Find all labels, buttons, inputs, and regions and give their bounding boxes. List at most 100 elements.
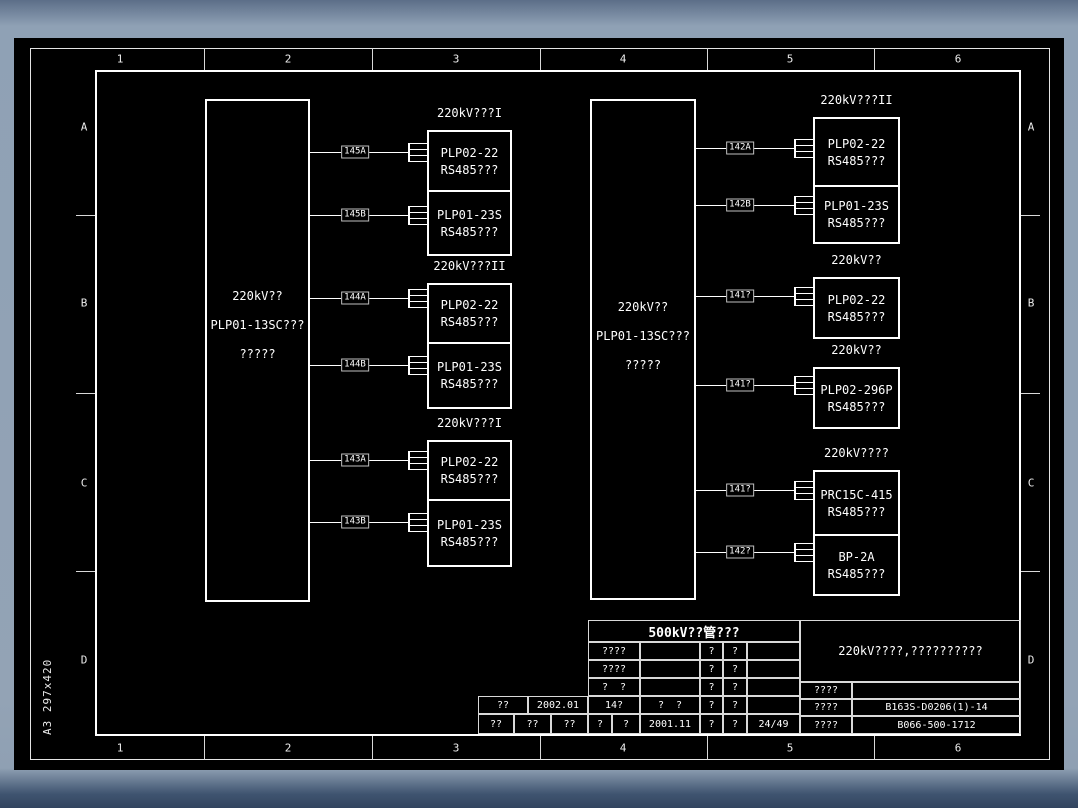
cable-tag: 142B — [726, 198, 754, 212]
feeder-group: 220kV???II PLP02-22 RS485??? PLP01-23S R… — [427, 257, 512, 409]
drawing-title: 220kV????,?????????? — [800, 620, 1021, 682]
zone-number-bottom: 4 — [619, 741, 627, 755]
device-module: BP-2A RS485??? — [815, 534, 898, 594]
zone-tick — [874, 736, 875, 760]
titleblock-cell — [747, 696, 800, 714]
zone-letter-left: C — [80, 476, 88, 490]
zone-tick — [372, 48, 373, 70]
zone-tick — [76, 393, 95, 394]
zone-tick — [1021, 215, 1040, 216]
multiwire-fork-icon — [794, 139, 813, 158]
module-port: RS485??? — [440, 224, 499, 239]
module-port: RS485??? — [440, 472, 499, 486]
zone-letter-left: A — [80, 120, 88, 134]
module-model: PLP02-22 — [440, 145, 499, 160]
feeder-group: 220kV???II PLP02-22 RS485??? PLP01-23S R… — [813, 91, 900, 244]
protection-unit-box-left: 220kV?? PLP01-13SC??? ????? — [205, 99, 310, 602]
feeder-group: 220kV???? PRC15C-415 RS485??? BP-2A RS48… — [813, 444, 900, 596]
module-port: RS485??? — [440, 162, 499, 177]
group-title: 220kV???II — [433, 259, 506, 273]
device-module: PLP02-22 RS485??? — [429, 442, 510, 499]
cable-tag: 144B — [341, 358, 369, 372]
titleblock-label: ???? — [800, 682, 852, 699]
revision-cell: ?? — [551, 714, 588, 734]
unit-caption: ????? — [624, 358, 662, 372]
revision-cell: ?? — [478, 714, 514, 734]
titleblock-cell — [640, 660, 700, 678]
module-port: RS485??? — [827, 399, 886, 414]
module-port: RS485??? — [440, 315, 499, 329]
zone-tick — [707, 736, 708, 760]
drawing-canvas[interactable]: 1 2 3 4 5 6 1 2 3 4 5 6 A B C D A B C D … — [14, 38, 1064, 770]
group-title: 220kV?? — [831, 343, 882, 357]
device-module: PLP02-22 RS485??? — [815, 119, 898, 185]
titleblock-station-name: 500kV??管??? — [588, 620, 800, 642]
zone-tick — [1021, 571, 1040, 572]
module-model: PLP02-22 — [827, 136, 886, 151]
module-port: RS485??? — [827, 504, 886, 519]
zone-tick — [540, 736, 541, 760]
group-title: 220kV?? — [831, 253, 882, 267]
archive-number: B066-500-1712 — [852, 716, 1021, 734]
titleblock-cell: ? — [700, 696, 723, 714]
zone-number-bottom: 2 — [284, 741, 292, 755]
revision-date: 2002.01 — [528, 696, 588, 714]
cable-tag: 142A — [726, 141, 754, 155]
module-model: PLP02-22 — [440, 455, 499, 469]
unit-voltage: 220kV?? — [617, 300, 669, 314]
titleblock-cell — [747, 678, 800, 696]
module-port: RS485??? — [827, 309, 886, 324]
multiwire-fork-icon — [408, 451, 427, 470]
titleblock-cell: ? ? — [640, 696, 700, 714]
unit-model: PLP01-13SC??? — [210, 318, 305, 332]
multiwire-fork-icon — [408, 356, 427, 375]
titleblock-cell: ? — [700, 660, 723, 678]
titleblock-cell — [640, 642, 700, 660]
zone-letter-left: D — [80, 653, 88, 667]
multiwire-fork-icon — [794, 481, 813, 500]
titleblock-cell: ? ? — [588, 678, 640, 696]
cable-tag: 141? — [726, 289, 754, 303]
titleblock-cell: 14? — [588, 696, 640, 714]
multiwire-fork-icon — [794, 543, 813, 562]
multiwire-fork-icon — [794, 196, 813, 215]
titleblock-cell: ? — [723, 660, 747, 678]
cable-tag: 145B — [341, 208, 369, 222]
module-model: PLP02-22 — [827, 292, 886, 307]
module-model: BP-2A — [838, 549, 875, 564]
module-model: PLP02-22 — [440, 298, 499, 312]
zone-number-bottom: 1 — [116, 741, 124, 755]
zone-tick — [372, 736, 373, 760]
titleblock-cell: ? — [723, 642, 747, 660]
module-port: RS485??? — [827, 566, 886, 581]
zone-number-top: 3 — [452, 52, 460, 66]
multiwire-fork-icon — [794, 287, 813, 306]
titleblock-value — [852, 682, 1021, 699]
zone-tick — [76, 215, 95, 216]
multiwire-fork-icon — [408, 206, 427, 225]
zone-tick — [707, 48, 708, 70]
device-module: PLP02-296P RS485??? — [815, 369, 898, 427]
drawing-number: B163S-D0206(1)-14 — [852, 699, 1021, 716]
titleblock-cell: ? — [612, 714, 640, 734]
cable-tag: 145A — [341, 145, 369, 159]
feeder-group: 220kV???I PLP02-22 RS485??? PLP01-23S RS… — [427, 414, 512, 567]
zone-number-top: 5 — [786, 52, 794, 66]
revision-cell: ?? — [514, 714, 551, 734]
sheet-inner-border — [95, 70, 1021, 736]
titleblock-cell — [747, 660, 800, 678]
group-title: 220kV???I — [436, 416, 503, 430]
zone-number-top: 6 — [954, 52, 962, 66]
unit-model: PLP01-13SC??? — [596, 329, 690, 343]
unit-voltage: 220kV?? — [232, 289, 283, 303]
device-module: PLP01-23S RS485??? — [429, 499, 510, 565]
cable-tag: 141? — [726, 483, 754, 497]
titleblock-cell: ? — [723, 678, 747, 696]
zone-tick — [540, 48, 541, 70]
feeder-group: 220kV?? PLP02-296P RS485??? — [813, 341, 900, 429]
multiwire-fork-icon — [408, 289, 427, 308]
titleblock-cell: ? — [723, 696, 747, 714]
device-module: PLP01-23S RS485??? — [429, 342, 510, 407]
zone-number-bottom: 5 — [786, 741, 794, 755]
module-model: PLP02-296P — [820, 382, 893, 397]
